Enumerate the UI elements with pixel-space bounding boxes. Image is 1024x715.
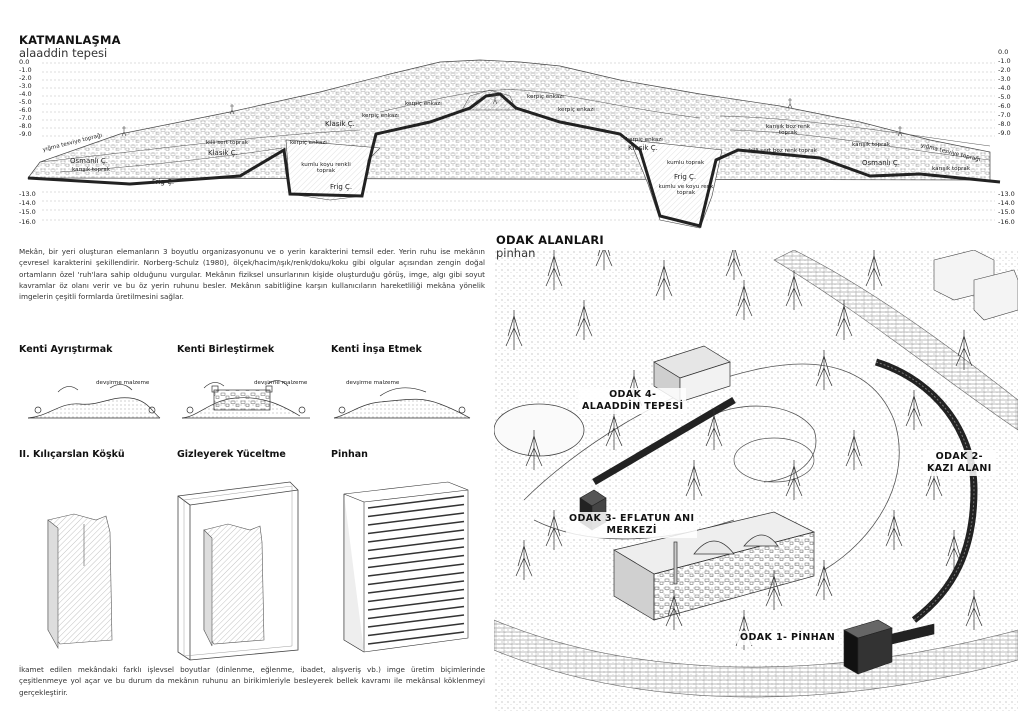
diagram-title: Pinhan <box>331 449 368 460</box>
diagram-note: devşirme malzeme <box>96 380 150 386</box>
depth-tick: -1.0 <box>19 66 32 74</box>
depth-tick: -1.0 <box>998 57 1011 65</box>
depth-tick: -15.0 <box>19 208 36 216</box>
depth-tick: -8.0 <box>19 122 32 130</box>
section-label: karışık boz renk toprak <box>766 124 810 137</box>
section-label: karışık toprak <box>932 166 971 172</box>
section-label: karışık toprak <box>72 167 111 173</box>
section-label: kerpiç enkazı <box>405 101 442 107</box>
depth-tick: -13.0 <box>998 190 1015 198</box>
depth-tick: -16.0 <box>19 218 36 226</box>
section-label: kerpiç enkazı <box>527 94 564 100</box>
depth-tick: -6.0 <box>19 106 32 114</box>
depth-tick: -9.0 <box>998 129 1011 137</box>
section-label: kerpiç enkazı <box>362 113 399 119</box>
depth-tick: -8.0 <box>998 120 1011 128</box>
diagram-note: devşirme malzeme <box>254 380 308 386</box>
depth-tick: -4.0 <box>998 84 1011 92</box>
section-label: Klasik Ç. <box>628 144 658 152</box>
diagram-title: Gizleyerek Yüceltme <box>177 449 286 460</box>
diagram-title: Kenti İnşa Etmek <box>331 344 422 355</box>
section-title: ODAK ALANLARI <box>496 233 604 247</box>
section-label: Klasik Ç. <box>208 149 238 157</box>
depth-scale-right: 0.0 -1.0 -2.0 -3.0 -4.0 -5.0 -6.0 -7.0 -… <box>998 49 1022 229</box>
depth-tick: -16.0 <box>998 218 1015 226</box>
section-label: Osmanlı Ç. <box>70 157 108 165</box>
depth-tick: -14.0 <box>19 199 36 207</box>
section-label: kumlu toprak <box>667 160 705 166</box>
depth-tick: -3.0 <box>998 75 1011 83</box>
diagram-title: Kenti Ayrıştırmak <box>19 344 113 355</box>
section-label: karışık toprak <box>852 142 891 148</box>
section-label: Klasik Ç. <box>325 120 355 128</box>
focus-label-odak1: ODAK 1- PİNHAN <box>737 631 839 645</box>
section-label: Osmanlı Ç. <box>862 159 900 167</box>
depth-tick: -2.0 <box>19 74 32 82</box>
depth-tick: -6.0 <box>998 102 1011 110</box>
depth-tick: -5.0 <box>998 93 1011 101</box>
section-label: killi sert toprak <box>206 140 248 146</box>
section-label: kumlu ve koyu renk toprak <box>658 184 714 197</box>
depth-tick: -4.0 <box>19 90 32 98</box>
pavilion-diagrams <box>47 481 469 661</box>
section-label: Frig Ç. <box>674 173 697 181</box>
depth-tick: -9.0 <box>19 130 32 138</box>
stratigraphy-section-drawing <box>27 59 1001 229</box>
section-subtitle: alaaddin tepesi <box>19 46 108 60</box>
depth-tick: 0.0 <box>998 48 1009 56</box>
section-label: killi sert boz renk toprak <box>749 148 817 154</box>
depth-tick: -13.0 <box>19 190 36 198</box>
mound-diagrams <box>27 380 471 419</box>
section-label: kerpiç enkazı <box>558 107 595 113</box>
section-label: Frig Ç. <box>152 178 175 186</box>
depth-tick: 0.0 <box>19 58 30 66</box>
focus-label-odak4: ODAK 4- ALAADDİN TEPESİ <box>579 388 687 414</box>
focus-label-odak3: ODAK 3- EFLATUN ANI MERKEZİ <box>566 512 698 538</box>
bottom-paragraph: İkamet edilen mekândaki farklı işlevsel … <box>19 665 485 697</box>
section-title: KATMANLAŞMA <box>19 33 121 47</box>
section-label: kumlu koyu renkli toprak <box>301 162 351 175</box>
depth-tick: -5.0 <box>19 98 32 106</box>
section-label: kerpiç enkazı <box>626 137 663 143</box>
depth-tick: -3.0 <box>19 82 32 90</box>
focus-label-odak2: ODAK 2- KAZI ALANI <box>924 450 995 476</box>
section-label: kerpiç enkazı <box>290 140 327 146</box>
site-axonometric-drawing <box>494 250 1018 712</box>
depth-tick: -7.0 <box>998 111 1011 119</box>
diagram-title: Kenti Birleştirmek <box>177 344 275 355</box>
section-label: Frig Ç. <box>330 183 353 191</box>
depth-scale-left: 0.0 -1.0 -2.0 -3.0 -4.0 -5.0 -6.0 -7.0 -… <box>19 59 41 229</box>
diagram-title: II. Kılıçarslan Köşkü <box>19 449 125 460</box>
depth-tick: -15.0 <box>998 208 1015 216</box>
depth-tick: -14.0 <box>998 199 1015 207</box>
intro-paragraph: Mekân, bir yeri oluşturan elemanların 3 … <box>19 247 485 302</box>
depth-tick: -7.0 <box>19 114 32 122</box>
depth-tick: -2.0 <box>998 66 1011 74</box>
diagram-note: devşirme malzeme <box>346 380 400 386</box>
